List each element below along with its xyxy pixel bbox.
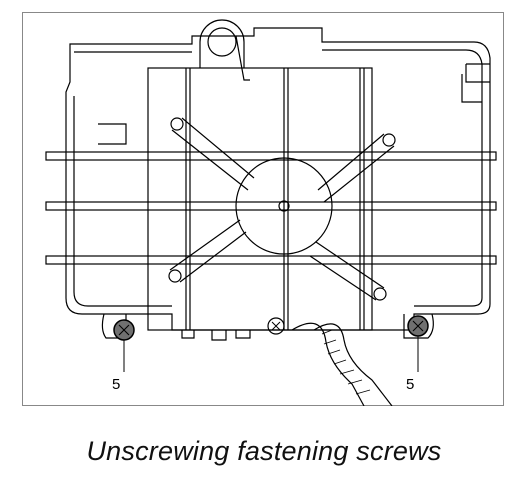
brace-arm-bottom-left xyxy=(169,219,247,283)
hook-wire xyxy=(235,35,250,81)
left-mount-ear xyxy=(101,313,127,339)
housing-inner-edge xyxy=(73,49,483,307)
brace-end-1 xyxy=(170,117,184,131)
housing-right-step xyxy=(461,74,482,103)
cable-bundle xyxy=(291,322,393,406)
brace-arm-top-right xyxy=(317,133,395,203)
technical-illustration xyxy=(22,12,504,406)
cable-texture xyxy=(321,329,371,395)
screw-right[interactable] xyxy=(407,315,429,337)
callout-label-right: 5 xyxy=(406,376,415,393)
hook-ring xyxy=(207,27,237,57)
rail-middle xyxy=(45,201,497,211)
figure-frame xyxy=(22,12,504,406)
brace-arm-top-left xyxy=(171,117,255,191)
brace-end-4 xyxy=(373,287,387,301)
brace-end-3 xyxy=(168,269,182,283)
center-plate xyxy=(147,67,373,331)
right-mount-ear xyxy=(403,313,434,339)
brace-arm-bottom-right xyxy=(309,241,385,301)
screw-left[interactable] xyxy=(113,319,135,341)
figure-caption: Unscrewing fastening screws xyxy=(86,436,442,466)
brace-end-2 xyxy=(382,133,396,147)
housing-body xyxy=(65,27,491,331)
rail-bottom xyxy=(45,255,497,265)
housing-left-tab xyxy=(98,123,127,145)
housing-right-notch xyxy=(465,63,490,83)
bottom-tabs xyxy=(181,330,251,341)
top-hook xyxy=(199,19,245,68)
callout-label-left: 5 xyxy=(112,376,121,393)
central-hub-pin xyxy=(278,200,290,212)
center-bottom-screw xyxy=(267,317,285,335)
rail-top xyxy=(45,151,497,161)
central-hub xyxy=(235,157,333,255)
